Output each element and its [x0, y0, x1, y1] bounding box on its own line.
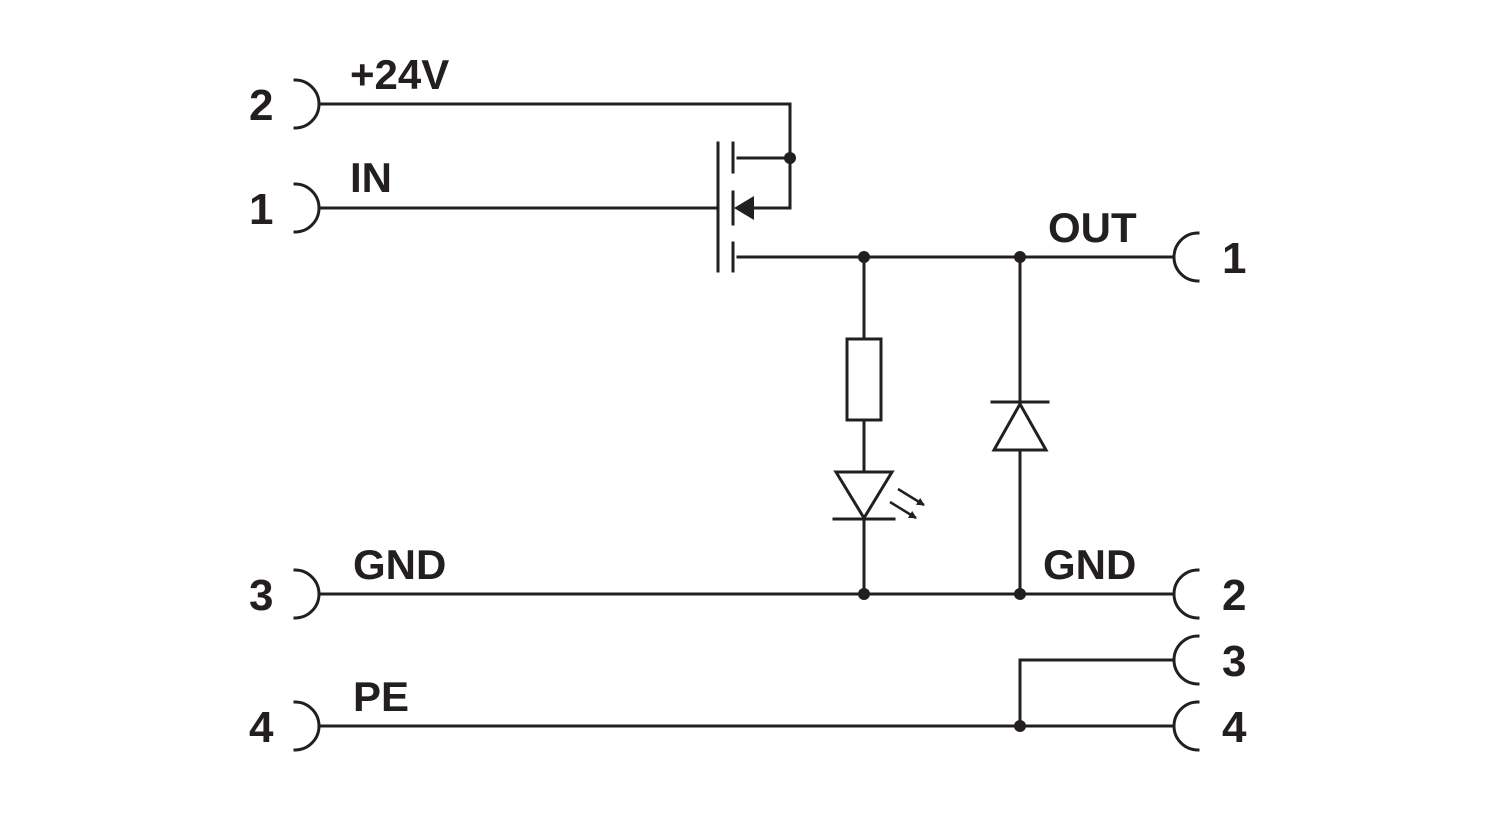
net-label-ground-left: GND [353, 541, 446, 588]
left-pin-number: 3 [249, 571, 273, 620]
right-pin-1-socket [1172, 231, 1200, 283]
diode-icon [990, 400, 1050, 452]
junction-dot [858, 588, 870, 600]
right-pin-2-socket [1172, 568, 1200, 620]
net-label-supply: +24V [350, 51, 449, 98]
junction-dot [784, 152, 796, 164]
left-pin-number: 1 [249, 185, 273, 234]
right-pin-4-socket [1172, 700, 1200, 752]
right-pin-number: 4 [1222, 703, 1247, 752]
right-pin-number: 3 [1222, 637, 1246, 686]
junction-dot [1014, 251, 1026, 263]
net-label-pe: PE [353, 673, 409, 720]
right-pin-3-socket [1172, 634, 1200, 686]
left-pin-number: 2 [249, 81, 273, 130]
pe-bridge-wire [1018, 658, 1176, 728]
p-channel-mosfet-icon [716, 141, 754, 273]
left-pin-4-socket [293, 700, 321, 752]
led-icon [832, 470, 925, 521]
net-label-input: IN [350, 154, 392, 201]
net-label-output: OUT [1048, 204, 1137, 251]
junction-dot [1014, 588, 1026, 600]
right-pin-number: 2 [1222, 571, 1246, 620]
left-pin-number: 4 [249, 703, 274, 752]
junction-dot [1014, 720, 1026, 732]
resistor-icon [845, 337, 883, 422]
net-label-ground-right: GND [1043, 541, 1136, 588]
left-pin-2-socket [293, 78, 321, 130]
junction-dot [858, 251, 870, 263]
left-pin-3-socket [293, 568, 321, 620]
left-pin-1-socket [293, 182, 321, 234]
right-pin-number: 1 [1222, 234, 1246, 283]
